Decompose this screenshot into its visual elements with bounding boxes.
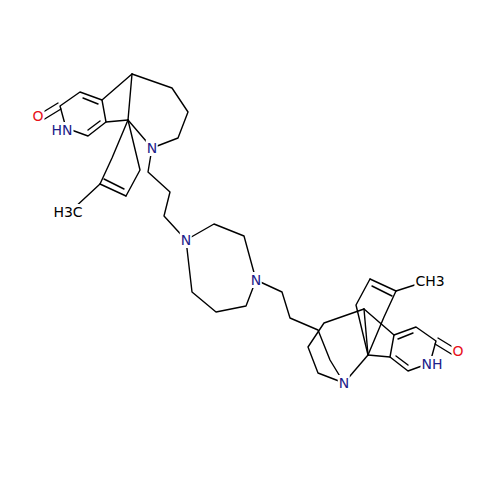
upper-propyl-chain	[148, 148, 186, 240]
nitrogen-label: N	[180, 232, 192, 248]
methyl-label: CH3	[414, 273, 445, 289]
upper-methylcyclohexene	[72, 120, 140, 210]
lower-methylcyclohexene	[356, 279, 424, 355]
nitrogen-label: NH	[421, 356, 444, 372]
oxygen-label: O	[451, 343, 464, 359]
nitrogen-label: N	[250, 272, 262, 288]
methyl-label: H3C	[52, 204, 83, 220]
oxygen-label: O	[31, 108, 44, 124]
upper-cage	[40, 74, 188, 148]
nitrogen-label: HN	[51, 122, 74, 138]
diazepane-ring	[186, 224, 256, 312]
nitrogen-label: N	[146, 140, 158, 156]
lower-propyl-chain	[256, 280, 344, 383]
nitrogen-label: N	[338, 375, 350, 391]
